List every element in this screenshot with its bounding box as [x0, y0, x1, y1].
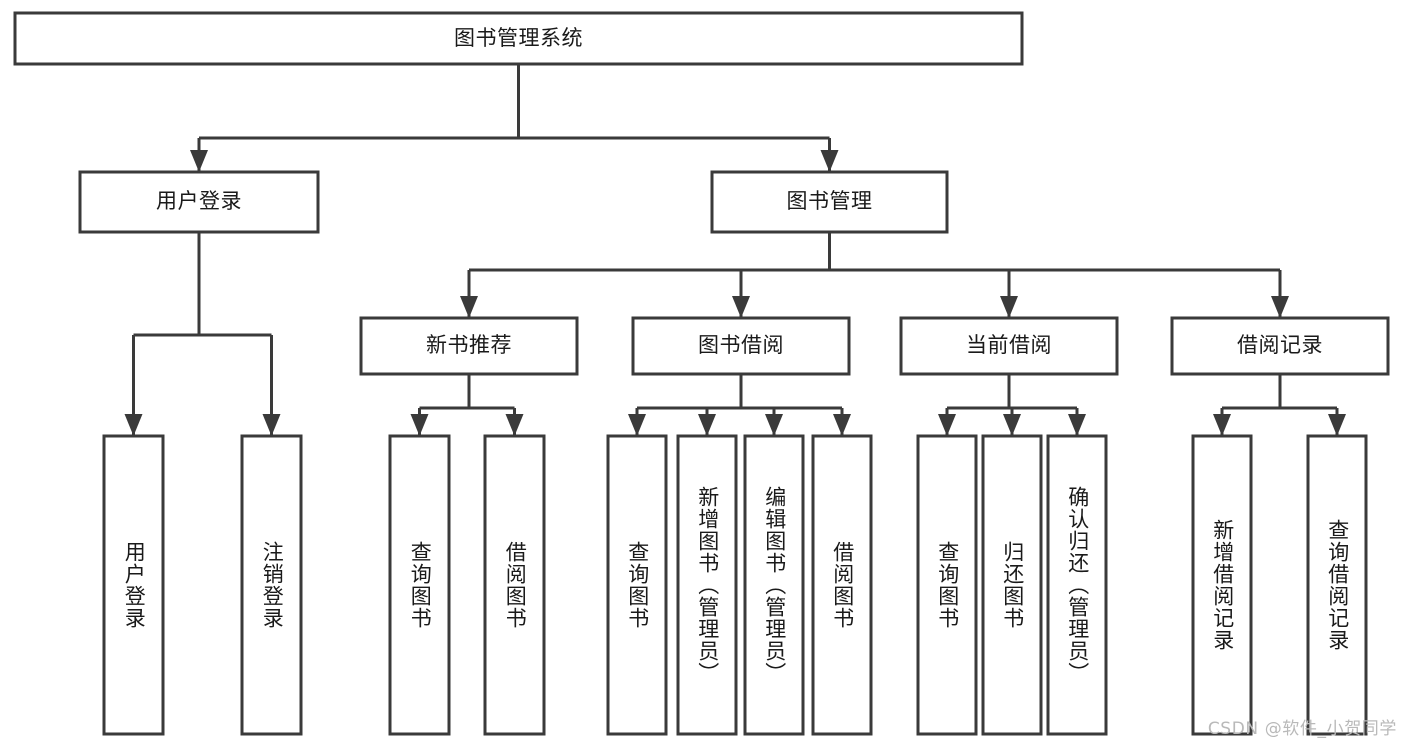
node-box-book-borrow[interactable]: [631, 316, 851, 376]
arrow-head-icon: [505, 414, 524, 436]
arrow-head-icon: [628, 414, 646, 436]
node-box-user-login-do[interactable]: [102, 434, 165, 736]
node-box-query-book-3[interactable]: [916, 434, 978, 736]
arrow-head-icon: [1000, 296, 1018, 318]
arrow-head-icon: [938, 414, 956, 436]
arrow-head-icon: [1271, 296, 1289, 318]
arrow-head-icon: [1328, 414, 1346, 436]
node-box-current-borrow[interactable]: [899, 316, 1119, 376]
node-box-new-book-recommend[interactable]: [359, 316, 579, 376]
node-box-book-manage[interactable]: [710, 170, 949, 234]
node-box-add-book-admin[interactable]: [676, 434, 738, 736]
arrow-head-icon: [410, 414, 429, 436]
arrow-head-icon: [262, 414, 281, 436]
node-box-borrow-book-1[interactable]: [483, 434, 546, 736]
arrow-head-icon: [698, 414, 716, 436]
node-box-add-borrow-record[interactable]: [1191, 434, 1253, 736]
arrow-head-icon: [833, 414, 851, 436]
node-box-return-book[interactable]: [981, 434, 1043, 736]
arrow-head-icon: [1003, 414, 1021, 436]
node-box-borrow-book-2[interactable]: [811, 434, 873, 736]
box-layer: [13, 11, 1390, 736]
arrow-head-icon: [732, 296, 750, 318]
arrow-head-icon: [460, 296, 478, 318]
node-box-query-book-2[interactable]: [606, 434, 668, 736]
arrow-head-icon: [765, 414, 783, 436]
node-box-confirm-return-admin[interactable]: [1046, 434, 1108, 736]
node-box-query-borrow-record[interactable]: [1306, 434, 1368, 736]
node-box-borrow-record[interactable]: [1170, 316, 1390, 376]
arrow-head-icon: [190, 150, 208, 172]
arrow-head-icon: [820, 150, 839, 172]
arrow-head-icon: [1213, 414, 1231, 436]
node-box-query-book-1[interactable]: [388, 434, 451, 736]
connector-layer: [124, 64, 1346, 436]
arrow-head-icon: [124, 414, 143, 436]
arrow-head-icon: [1068, 414, 1086, 436]
node-box-user-logout[interactable]: [240, 434, 303, 736]
node-box-root[interactable]: [13, 11, 1024, 66]
node-box-edit-book-admin[interactable]: [743, 434, 805, 736]
node-box-user-login[interactable]: [78, 170, 320, 234]
